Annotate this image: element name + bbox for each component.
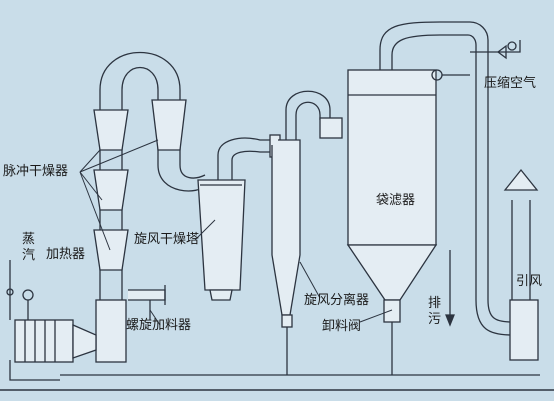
leader-lines: [79, 139, 393, 326]
bag-filter-label: 袋滤器: [376, 193, 416, 208]
steam-label-1: 蒸: [22, 232, 36, 247]
cyclone-separator: [271, 90, 343, 375]
drain-label-2: 污: [428, 312, 442, 327]
compressed-air-label: 压缩空气: [484, 76, 537, 91]
cyclone-dryer-label: 旋风干燥塔: [134, 232, 200, 247]
pulse-dryer: [93, 51, 206, 363]
cyclone-dryer-tower: [197, 134, 281, 301]
drain-label-1: 排: [428, 296, 442, 311]
cyclone-separator-label: 旋风分离器: [304, 293, 370, 308]
induced-fan-label: 引风: [516, 274, 543, 289]
induced-fan: [475, 168, 539, 361]
heater: [6, 260, 97, 381]
pulse-dryer-label: 脉冲干燥器: [3, 164, 69, 179]
steam-label-2: 汽: [22, 248, 36, 263]
discharge-valve-label: 卸料阀: [322, 319, 362, 334]
bag-filter: [346, 21, 521, 375]
heater-label: 加热器: [46, 247, 86, 262]
compressed-air-valve: [496, 41, 517, 60]
screw-feeder: [128, 285, 166, 320]
screw-feeder-label: 螺旋加料器: [126, 318, 192, 333]
drain-pipe: [445, 250, 455, 327]
